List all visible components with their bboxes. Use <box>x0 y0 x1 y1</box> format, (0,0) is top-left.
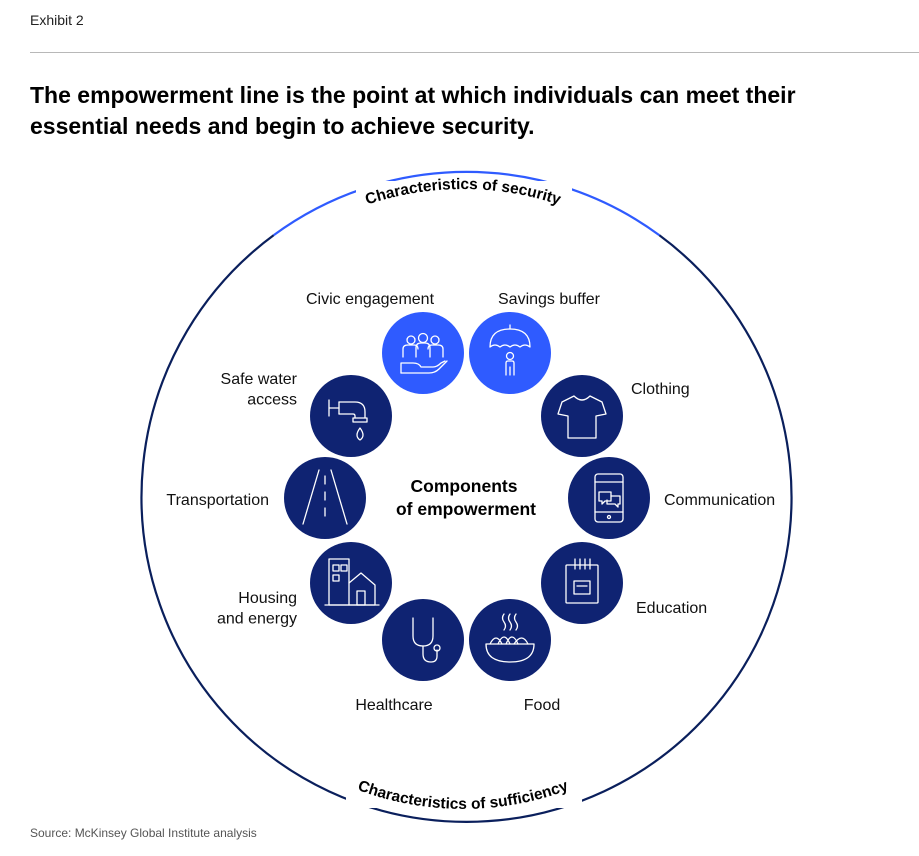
component-label: Communication <box>664 492 775 509</box>
component-transportation: Transportation <box>166 457 366 539</box>
component-circle <box>541 375 623 457</box>
component-safe-water-access: Safe water access <box>221 371 392 457</box>
ring-sufficiency-arc <box>140 234 793 823</box>
umbrella-person-icon <box>489 324 531 376</box>
source-note: Source: McKinsey Global Institute analys… <box>30 826 257 840</box>
page-title: The empowerment line is the point at whi… <box>30 82 796 139</box>
faucet-icon <box>328 399 368 441</box>
component-label: Healthcare <box>355 697 432 714</box>
component-housing-and-energy: Housing and energy <box>217 542 392 627</box>
component-circle <box>541 542 623 624</box>
component-label: access <box>247 391 297 408</box>
component-circle <box>469 599 551 681</box>
tshirt-icon <box>557 395 607 439</box>
notebook-icon <box>565 558 599 604</box>
road-icon <box>302 469 348 525</box>
center-title-line2: of empowerment <box>396 499 536 519</box>
component-savings-buffer: Savings buffer <box>469 291 601 394</box>
community-icon <box>400 332 448 374</box>
ring-top-label-gap <box>356 181 572 211</box>
component-label: Housing <box>238 590 297 607</box>
component-circle <box>310 375 392 457</box>
house-building-icon <box>324 558 380 606</box>
ring-security-arc <box>272 170 661 237</box>
component-communication: Communication <box>568 457 775 539</box>
component-circle <box>310 542 392 624</box>
component-label: Clothing <box>631 381 690 398</box>
component-healthcare: Healthcare <box>355 599 464 714</box>
center-title-line1: Components <box>411 476 518 496</box>
exhibit-label: Exhibit 2 <box>30 12 84 28</box>
stethoscope-icon <box>412 617 441 663</box>
component-label: and energy <box>217 610 297 627</box>
component-clothing: Clothing <box>541 375 690 457</box>
component-label: Transportation <box>166 492 269 509</box>
component-label: Civic engagement <box>306 291 435 308</box>
component-label: Education <box>636 600 707 617</box>
component-label: Savings buffer <box>498 291 601 308</box>
component-food: Food <box>469 599 560 714</box>
components-ring: Civic engagement Savings buffer Clothing… <box>166 291 775 714</box>
component-education: Education <box>541 542 707 624</box>
component-civic-engagement: Civic engagement <box>306 291 464 394</box>
component-circle <box>568 457 650 539</box>
component-circle <box>382 312 464 394</box>
component-label: Safe water <box>221 371 298 388</box>
phone-chat-icon <box>594 473 624 523</box>
component-label: Food <box>524 697 560 714</box>
ring-bottom-label-gap <box>346 776 582 808</box>
noodle-bowl-icon <box>485 613 535 663</box>
header-divider <box>30 52 919 53</box>
component-circle <box>382 599 464 681</box>
